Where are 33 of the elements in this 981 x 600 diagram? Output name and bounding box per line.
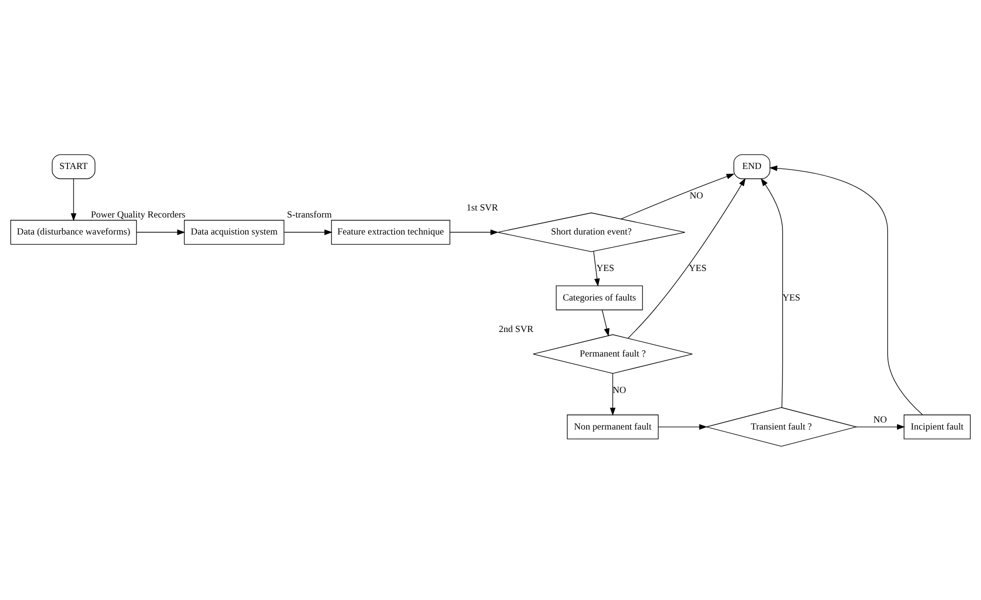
arrow <box>610 372 616 416</box>
node-box: Feature extraction technique <box>331 219 450 244</box>
node-box: Data acquistion system <box>184 219 284 244</box>
edge-label: NO <box>690 190 704 201</box>
arrow <box>760 178 783 408</box>
node-label: Power Quality Recorders <box>90 210 186 220</box>
arrow <box>284 228 332 235</box>
node-label: S-transform <box>287 210 332 220</box>
node-diamond: Permanent fault ? <box>532 334 693 374</box>
node-box: END <box>733 154 770 179</box>
edge-label: NO <box>873 414 887 425</box>
arrow <box>450 228 499 235</box>
arrow <box>593 250 600 286</box>
node-label: 2nd SVR <box>498 324 534 335</box>
node-box: Categories of faults <box>556 284 643 310</box>
node-diamond: Short duration event? <box>497 212 686 252</box>
node-box: Incipient fault <box>904 414 971 439</box>
node-box: Non permanent fault <box>566 414 659 439</box>
node-box: Data (disturbance waveforms) <box>10 219 137 244</box>
arrow <box>136 228 186 235</box>
node-label: 1st SVR <box>466 202 498 213</box>
arrow <box>620 173 735 219</box>
arrow <box>769 165 923 415</box>
node-box: START <box>52 154 96 179</box>
edge-label: YES <box>688 264 707 274</box>
arrow <box>602 309 610 336</box>
arrow <box>658 424 708 430</box>
edge-label: YES <box>596 264 614 274</box>
arrow <box>628 177 746 338</box>
edge-label: NO <box>612 385 626 396</box>
arrow <box>856 424 906 430</box>
arrow <box>70 178 76 221</box>
node-diamond: Transient fault ? <box>705 406 858 446</box>
